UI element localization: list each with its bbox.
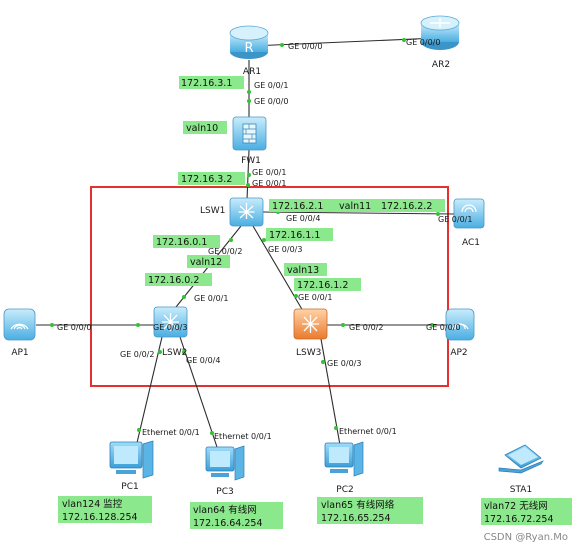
- port-label: GE 0/0/4: [286, 214, 320, 223]
- vlan-annotation: valn13: [287, 265, 319, 276]
- port-label: GE 0/0/2: [120, 350, 154, 359]
- port-label: GE 0/0/4: [186, 356, 220, 365]
- label-ap2: AP2: [450, 348, 467, 358]
- ip-annotation: 172.16.3.2: [181, 174, 232, 185]
- wireless-icon: [461, 204, 477, 213]
- ip-annotation: 172.16.1.1: [269, 230, 320, 241]
- port-label: GE 0/0/2: [208, 247, 242, 256]
- switch-arrows-icon: [302, 315, 319, 333]
- vlan-annotation: valn12: [190, 257, 222, 268]
- port-label: GE 0/0/3: [268, 245, 302, 254]
- label-lsw3: LSW3: [296, 348, 321, 358]
- pc-pc2[interactable]: [324, 441, 364, 477]
- label-ar2: AR2: [432, 60, 450, 70]
- switch-lsw3[interactable]: [293, 308, 328, 340]
- switch-lsw1[interactable]: [229, 197, 264, 227]
- port-label: GE 0/0/1: [298, 293, 332, 302]
- label-ap1: AP1: [11, 348, 28, 358]
- port-label: Ethernet 0/0/1: [142, 428, 200, 437]
- link-dots: [50, 38, 440, 435]
- ip-annotation: 172.16.65.254: [321, 513, 391, 524]
- port-label: GE 0/0/1: [254, 81, 288, 90]
- port-label: GE 0/0/0: [57, 323, 91, 332]
- port-label: GE 0/0/2: [349, 323, 383, 332]
- vlan-annotation: vlan64 有线网: [193, 504, 257, 516]
- ip-annotation: 172.16.2.1: [272, 201, 323, 212]
- link-lsw1-ac1: [261, 211, 455, 215]
- label-pc1: PC1: [121, 482, 138, 492]
- ip-annotation: 172.16.1.2: [297, 280, 348, 291]
- ip-annotation: 172.16.72.254: [484, 514, 554, 525]
- router-ar1[interactable]: R: [229, 25, 269, 59]
- controller-ac1[interactable]: [453, 198, 485, 229]
- label-ar1: AR1: [243, 67, 261, 77]
- port-label: GE 0/0/1: [194, 294, 228, 303]
- label-lsw2: LSW2: [162, 348, 187, 358]
- vlan-annotation: vlan65 有线网络: [321, 499, 395, 511]
- label-sta1: STA1: [510, 485, 532, 495]
- wifi-icon: [451, 323, 469, 330]
- access-point-ap1[interactable]: [3, 308, 36, 341]
- port-label: GE 0/0/0: [288, 42, 322, 51]
- vlan-annotation: vlan124 监控: [62, 498, 123, 510]
- vlan-annotation: vlan72 无线网: [484, 500, 548, 512]
- ip-annotation: 172.16.64.254: [193, 518, 263, 529]
- vlan-annotation: valn11: [339, 201, 371, 212]
- highlight-box: [90, 186, 449, 387]
- port-labels: GE 0/0/0 GE 0/0/0 GE 0/0/1 GE 0/0/0 GE 0…: [57, 38, 472, 441]
- laptop-sta1[interactable]: [498, 444, 544, 474]
- port-label: Ethernet 0/0/1: [339, 427, 397, 436]
- label-ac1: AC1: [462, 238, 480, 248]
- port-label: GE 0/0/1: [252, 168, 286, 177]
- watermark: CSDN @Ryan.Mo: [484, 532, 568, 543]
- label-pc2: PC2: [336, 485, 353, 495]
- port-label: GE 0/0/0: [406, 38, 440, 47]
- ip-annotation: 172.16.2.2: [381, 201, 432, 212]
- label-fw1: FW1: [241, 156, 261, 166]
- pc-pc3[interactable]: [205, 445, 245, 481]
- router-ar2[interactable]: [420, 15, 460, 50]
- port-label: GE 0/0/3: [327, 359, 361, 368]
- wifi-icon: [10, 323, 29, 330]
- switch-arrows-icon: [162, 313, 179, 331]
- ip-annotation: 172.16.0.2: [148, 275, 199, 286]
- ip-annotation: 172.16.0.1: [156, 237, 207, 248]
- port-label: Ethernet 0/0/1: [214, 432, 272, 441]
- port-label: GE 0/0/3: [153, 323, 187, 332]
- links: [36, 37, 455, 451]
- label-lsw1: LSW1: [200, 206, 225, 216]
- firewall-icon: [242, 123, 257, 144]
- ip-annotation: 172.16.128.254: [62, 512, 138, 523]
- annotations: 172.16.3.1 valn10 172.16.3.2 172.16.2.1 …: [58, 76, 572, 529]
- label-pc3: PC3: [216, 487, 233, 497]
- firewall-fw1[interactable]: [232, 116, 267, 151]
- port-label: GE 0/0/1: [252, 179, 286, 188]
- access-point-ap2[interactable]: [445, 308, 475, 341]
- ip-annotation: 172.16.3.1: [181, 78, 232, 89]
- pc-pc1[interactable]: [109, 440, 154, 479]
- router-icon: R: [244, 41, 253, 56]
- vlan-annotation: valn10: [186, 123, 218, 134]
- switch-arrows-icon: [238, 203, 255, 219]
- port-label: GE 0/0/1: [438, 215, 472, 224]
- port-label: GE 0/0/0: [426, 323, 460, 332]
- port-label: GE 0/0/0: [254, 97, 288, 106]
- switch-lsw2[interactable]: [153, 306, 188, 338]
